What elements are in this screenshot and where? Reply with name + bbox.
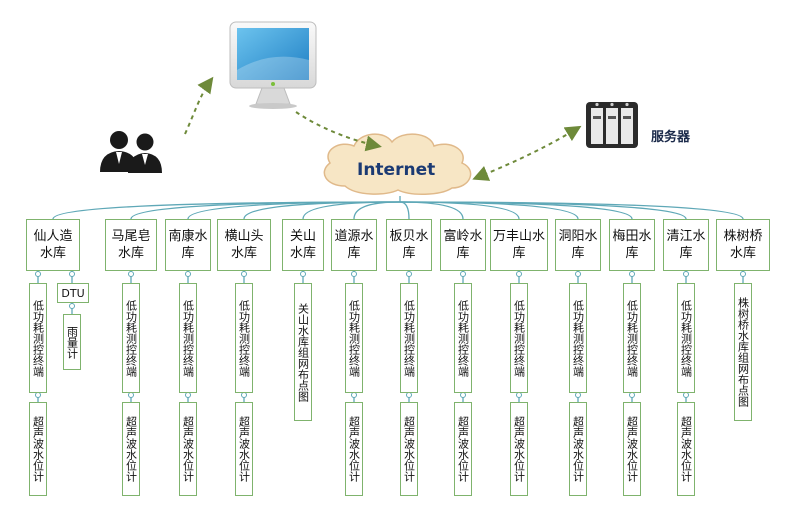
connector-dot (516, 271, 522, 277)
sensor-box: 超声波水位计 (510, 402, 528, 496)
arrow-computer-to-internet (295, 111, 382, 152)
reservoir-box: 清江水库 (663, 219, 709, 271)
connector-dot (683, 271, 689, 277)
reservoir-box: 横山头水库 (217, 219, 271, 271)
tree-branch (302, 201, 401, 220)
connector-dot (740, 271, 746, 277)
sensor-box: 超声波水位计 (454, 402, 472, 496)
connector-dot (69, 303, 75, 309)
reservoir-box: 洞阳水库 (555, 219, 601, 271)
reservoir-box: 梅田水库 (609, 219, 655, 271)
terminal-box: 低功耗测控终端 (345, 283, 363, 393)
terminal-box: 低功耗测控终端 (569, 283, 587, 393)
reservoir-box: 株树桥水库 (716, 219, 770, 271)
reservoir-box: 万丰山水库 (490, 219, 548, 271)
reservoir-box: 富岭水库 (440, 219, 486, 271)
internet-cloud-icon (323, 133, 472, 195)
sensor-box: 超声波水位计 (29, 402, 47, 496)
terminal-box: 低功耗测控终端 (29, 283, 47, 393)
sensor-box: 超声波水位计 (235, 402, 253, 496)
connector-dot (351, 271, 357, 277)
connector-dot (300, 271, 306, 277)
reservoir-box: 板贝水库 (386, 219, 432, 271)
network-tree-lines (35, 196, 746, 402)
terminal-box: 低功耗测控终端 (623, 283, 641, 393)
connector-dot (35, 271, 41, 277)
sensor-box: 超声波水位计 (569, 402, 587, 496)
connector-dot (629, 271, 635, 277)
connector-dot (185, 271, 191, 277)
terminal-box: 低功耗测控终端 (400, 283, 418, 393)
sensor-box: 超声波水位计 (623, 402, 641, 496)
map-box: 关山水库组网布点图 (294, 283, 312, 421)
connector-dot (69, 271, 75, 277)
tree-branch (353, 201, 401, 220)
sensor-box: 超声波水位计 (122, 402, 140, 496)
users-icon (100, 131, 162, 173)
tree-branch (399, 201, 744, 220)
terminal-box: 低功耗测控终端 (122, 283, 140, 393)
terminal-box: 低功耗测控终端 (510, 283, 528, 393)
sensor-box: 超声波水位计 (677, 402, 695, 496)
reservoir-box: 道源水库 (331, 219, 377, 271)
server-label: 服务器 (651, 130, 691, 145)
connector-dot (128, 271, 134, 277)
sensor-box: 超声波水位计 (400, 402, 418, 496)
connector-dot (575, 271, 581, 277)
connector-dot (406, 271, 412, 277)
sensor-box: 超声波水位计 (179, 402, 197, 496)
reservoir-box: 马尾皂水库 (105, 219, 157, 271)
terminal-box: 低功耗测控终端 (454, 283, 472, 393)
rain-gauge-box: 雨量计 (63, 314, 81, 370)
server-icon (586, 102, 638, 148)
terminal-box: 低功耗测控终端 (235, 283, 253, 393)
connector-dot (241, 271, 247, 277)
reservoir-box: 关山水库 (282, 219, 324, 271)
arrow-users-to-computer (184, 76, 214, 135)
terminal-box: 低功耗测控终端 (677, 283, 695, 393)
sensor-box: 超声波水位计 (345, 402, 363, 496)
reservoir-box: 仙人造水库 (26, 219, 80, 271)
internet-label: Internet (357, 160, 436, 180)
map-box: 株树桥水库组网布点图 (734, 283, 752, 421)
computer-icon (229, 21, 317, 109)
reservoir-box: 南康水库 (165, 219, 211, 271)
connector-dot (460, 271, 466, 277)
terminal-box: 低功耗测控终端 (179, 283, 197, 393)
dtu-box: DTU (57, 283, 89, 303)
